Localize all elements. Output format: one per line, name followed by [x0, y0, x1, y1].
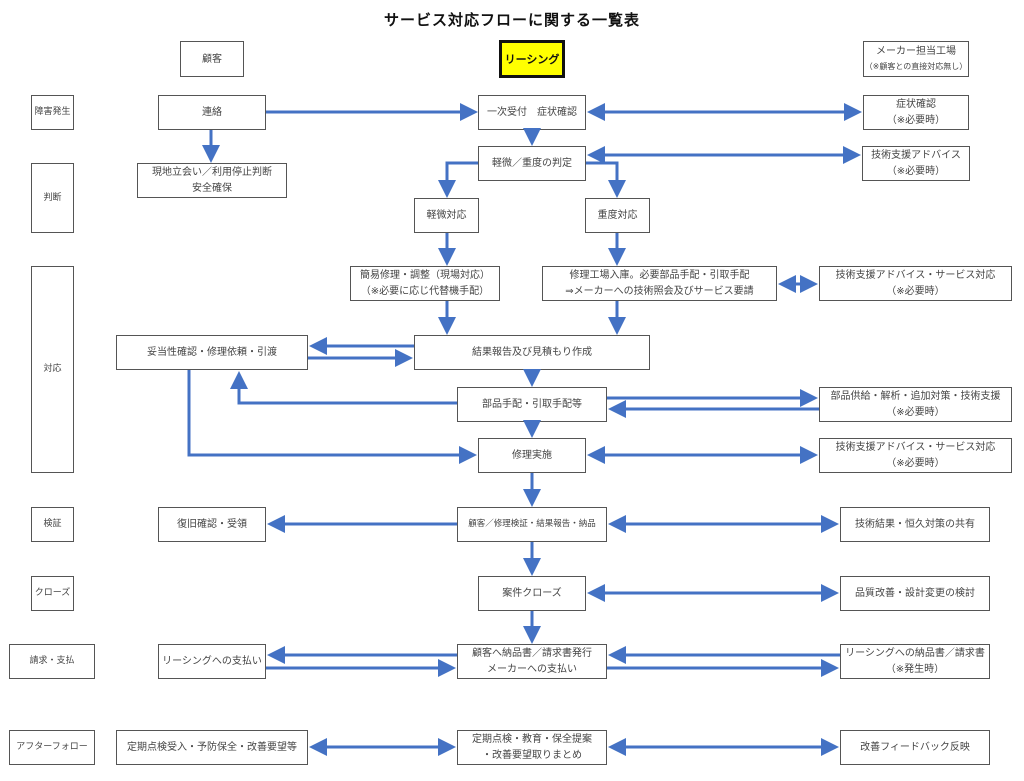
- customer-validity-box[interactable]: 妥当性確認・修理依頼・引渡: [116, 335, 308, 370]
- page-title: サービス対応フローに関する一覧表: [383, 11, 640, 29]
- maker-invoice-line1: リーシングへの納品書／請求書: [845, 647, 985, 659]
- leasing-close-box[interactable]: 案件クローズ: [478, 576, 586, 611]
- header-customer-label: 顧客: [202, 53, 222, 65]
- maker-advice-line1: 技術支援アドバイス: [871, 149, 961, 161]
- maker-quality-box[interactable]: 品質改善・設計変更の検討: [840, 576, 990, 611]
- maker-parts-supply-line1: 部品供給・解析・追加対策・技術支援: [830, 390, 1001, 402]
- phase-incident: 障害発生: [31, 95, 74, 130]
- leasing-followup-line1: 定期点検・教育・保全提案: [472, 733, 592, 745]
- maker-share-label: 技術結果・恒久対策の共有: [855, 519, 975, 530]
- customer-recovery-label: 復旧確認・受領: [177, 519, 247, 530]
- leasing-simple-repair-line2: （※必要に応じ代替機手配）: [360, 285, 490, 297]
- leasing-major-box[interactable]: 重度対応: [585, 198, 650, 233]
- customer-periodic-box[interactable]: 定期点検受入・予防保全・改善要望等: [116, 730, 308, 765]
- phase-after-follow: アフターフォロー: [9, 730, 95, 765]
- maker-symptom-box[interactable]: 症状確認 （※必要時）: [863, 95, 969, 130]
- leasing-minor-box[interactable]: 軽微対応: [414, 198, 479, 233]
- maker-feedback-label: 改善フィードバック反映: [860, 742, 970, 753]
- phase-close: クローズ: [31, 576, 74, 611]
- leasing-triage-label: 軽微／重度の判定: [492, 158, 572, 169]
- leasing-intake-label: 一次受付 症状確認: [487, 107, 577, 118]
- customer-payment-label: リーシングへの支払い: [162, 656, 262, 667]
- maker-symptom-line2: （※必要時）: [886, 114, 946, 126]
- phase-billing-label: 請求・支払: [29, 656, 75, 666]
- leasing-invoice-line2: メーカーへの支払い: [487, 663, 577, 675]
- maker-service2-line2: （※必要時）: [886, 457, 945, 469]
- leasing-factory-box[interactable]: 修理工場入庫。必要部品手配・引取手配 ⇒メーカーへの技術照会及びサービス要請: [542, 266, 777, 301]
- maker-advice-line2: （※必要時）: [886, 165, 946, 177]
- leasing-followup-box[interactable]: 定期点検・教育・保全提案 ・改善要望取りまとめ: [457, 730, 607, 765]
- header-maker-note: （※顧客との直接対応無し）: [864, 62, 968, 71]
- customer-onsite-line1: 現地立会い／利用停止判断: [152, 166, 272, 178]
- leasing-close-label: 案件クローズ: [502, 588, 562, 599]
- phase-response: 対応: [31, 266, 74, 473]
- customer-validity-label: 妥当性確認・修理依頼・引渡: [147, 347, 277, 358]
- phase-verification: 検証: [31, 507, 74, 542]
- maker-service2-box[interactable]: 技術支援アドバイス・サービス対応 （※必要時）: [819, 438, 1012, 473]
- arrow-validity-to-repair: [187, 370, 477, 464]
- header-customer: 顧客: [180, 41, 244, 77]
- header-leasing: リーシング: [499, 40, 565, 78]
- leasing-intake-box[interactable]: 一次受付 症状確認: [478, 95, 586, 130]
- maker-quality-label: 品質改善・設計変更の検討: [855, 588, 975, 599]
- leasing-repair-box[interactable]: 修理実施: [478, 438, 586, 473]
- phase-response-label: 対応: [43, 364, 62, 374]
- arrow-triage-to-major: [586, 161, 626, 198]
- customer-onsite-line2: 安全確保: [192, 182, 232, 194]
- leasing-factory-line1: 修理工場入庫。必要部品手配・引取手配: [569, 269, 750, 281]
- leasing-parts-label: 部品手配・引取手配等: [482, 399, 582, 410]
- arrow-triage-to-minor: [438, 161, 478, 198]
- leasing-invoice-box[interactable]: 顧客へ納品書／請求書発行 メーカーへの支払い: [457, 644, 607, 679]
- leasing-followup-line2: ・改善要望取りまとめ: [482, 749, 582, 761]
- leasing-simple-repair-box[interactable]: 簡易修理・調整（現場対応） （※必要に応じ代替機手配）: [350, 266, 500, 301]
- maker-feedback-box[interactable]: 改善フィードバック反映: [840, 730, 990, 765]
- phase-incident-label: 障害発生: [34, 107, 71, 117]
- maker-service-line2: （※必要時）: [886, 285, 945, 297]
- header-maker: メーカー担当工場 （※顧客との直接対応無し）: [863, 41, 969, 77]
- arrow-parts-to-validity: [230, 371, 457, 405]
- leasing-parts-box[interactable]: 部品手配・引取手配等: [457, 387, 607, 422]
- leasing-verify-label: 顧客／修理検証・結果報告・納品: [468, 519, 596, 529]
- phase-billing: 請求・支払: [9, 644, 95, 679]
- header-leasing-label: リーシング: [504, 52, 560, 66]
- maker-advice-box[interactable]: 技術支援アドバイス （※必要時）: [862, 146, 970, 181]
- leasing-repair-label: 修理実施: [512, 450, 552, 461]
- phase-after-follow-label: アフターフォロー: [16, 742, 88, 752]
- maker-invoice-box[interactable]: リーシングへの納品書／請求書 （※発生時）: [840, 644, 990, 679]
- customer-recovery-box[interactable]: 復旧確認・受領: [158, 507, 266, 542]
- maker-parts-supply-box[interactable]: 部品供給・解析・追加対策・技術支援 （※必要時）: [819, 387, 1012, 422]
- leasing-simple-repair-line1: 簡易修理・調整（現場対応）: [360, 269, 490, 281]
- leasing-invoice-line1: 顧客へ納品書／請求書発行: [472, 647, 592, 659]
- customer-contact-label: 連絡: [202, 107, 222, 118]
- leasing-minor-label: 軽微対応: [426, 210, 467, 221]
- maker-invoice-line2: （※発生時）: [885, 663, 945, 675]
- leasing-verify-box[interactable]: 顧客／修理検証・結果報告・納品: [457, 507, 607, 542]
- leasing-report-label: 結果報告及び見積もり作成: [472, 347, 592, 358]
- phase-close-label: クローズ: [34, 588, 71, 598]
- customer-onsite-box[interactable]: 現地立会い／利用停止判断 安全確保: [137, 163, 287, 198]
- phase-verification-label: 検証: [43, 519, 62, 529]
- phase-judgment-label: 判断: [43, 192, 62, 203]
- customer-periodic-label: 定期点検受入・予防保全・改善要望等: [127, 742, 297, 753]
- maker-share-box[interactable]: 技術結果・恒久対策の共有: [840, 507, 990, 542]
- leasing-factory-line2: ⇒メーカーへの技術照会及びサービス要請: [565, 285, 754, 297]
- maker-service-box[interactable]: 技術支援アドバイス・サービス対応 （※必要時）: [819, 266, 1012, 301]
- leasing-major-label: 重度対応: [597, 210, 638, 221]
- customer-contact-box[interactable]: 連絡: [158, 95, 266, 130]
- maker-symptom-line1: 症状確認: [896, 98, 936, 110]
- maker-service2-line1: 技術支援アドバイス・サービス対応: [835, 441, 996, 453]
- header-maker-label: メーカー担当工場: [876, 46, 956, 57]
- phase-judgment: 判断: [31, 163, 74, 233]
- leasing-triage-box[interactable]: 軽微／重度の判定: [478, 146, 586, 181]
- maker-service-line1: 技術支援アドバイス・サービス対応: [835, 269, 996, 281]
- maker-parts-supply-line2: （※必要時）: [886, 406, 945, 418]
- customer-payment-box[interactable]: リーシングへの支払い: [158, 644, 266, 679]
